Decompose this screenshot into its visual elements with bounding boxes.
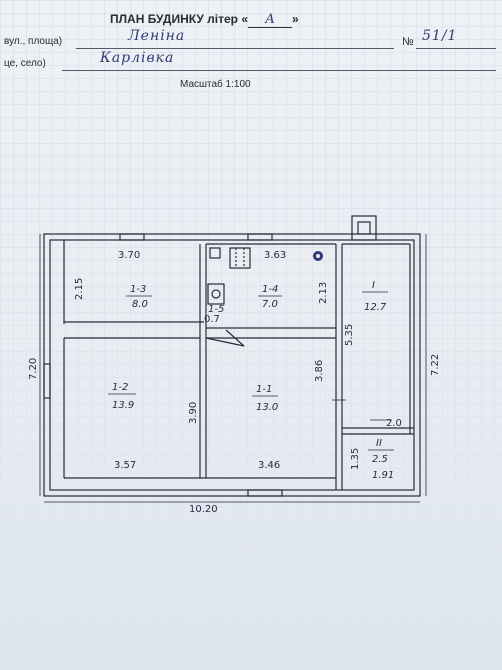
room-1-2-label: 1-2 [112, 382, 128, 393]
scale-label: Масштаб 1:100 [180, 79, 251, 90]
number-value: 51/1 [422, 28, 458, 44]
room-1-3-label: 1-3 [130, 284, 146, 295]
room-1-2-area: 13.9 [112, 400, 134, 411]
dim-top-left: 3.70 [118, 250, 140, 261]
window-top-left [119, 233, 145, 241]
dim-bottom-mid: 3.46 [258, 460, 280, 471]
room-1-1-area: 13.0 [256, 402, 278, 413]
room-1-3-area: 8.0 [132, 299, 148, 310]
street-label: вул., площа) [4, 36, 63, 47]
room-1-5-label: 1-5 [208, 304, 224, 315]
chimney [351, 215, 377, 241]
dim-right-side: 7.22 [430, 354, 441, 376]
room-1-2: 1-2 13.9 [108, 382, 136, 411]
locality-value: Карлівка [100, 50, 175, 66]
room-1-4: 1-4 7.0 [258, 284, 282, 310]
room-I: I 12.7 [362, 280, 388, 313]
litera-value: А [248, 12, 292, 28]
document-title: ПЛАН БУДИНКУ літер «А» [110, 12, 299, 28]
street-underline [76, 34, 394, 49]
room-1-1-label: 1-1 [256, 384, 272, 395]
room-II: II 2.5 1.91 [368, 438, 394, 481]
locality-label: це, село) [4, 58, 46, 69]
dim-small-mark: 0.7 [204, 314, 220, 325]
room-II-area: 2.5 [372, 454, 388, 465]
dim-room13-height: 2.15 [74, 278, 85, 300]
window-left [43, 363, 51, 399]
room-1-4-label: 1-4 [262, 284, 278, 295]
room-I-label: I [372, 280, 375, 291]
sink [229, 247, 251, 269]
room-II-label: II [376, 438, 382, 449]
dim-room2-height: 1.35 [350, 448, 361, 470]
window-bottom [247, 489, 283, 497]
room-1-5: 1-5 [208, 304, 224, 315]
number-underline [416, 34, 496, 49]
room-1-3: 1-3 8.0 [126, 284, 152, 310]
dim-room12-height: 3.90 [188, 402, 199, 424]
outer-wall [43, 233, 421, 497]
dim-room11-height: 3.86 [314, 360, 325, 382]
dim-room1-height: 5.35 [344, 324, 355, 346]
dim-room2-width: 2.0 [386, 418, 402, 429]
title-suffix: » [292, 12, 299, 26]
dim-room14-height: 2.13 [318, 282, 329, 304]
dim-top-right: 3.63 [264, 250, 286, 261]
dim-left-side: 7.20 [28, 358, 39, 380]
street-value: Леніна [128, 28, 186, 44]
locality-underline [62, 56, 496, 71]
room-1-1: 1-1 13.0 [252, 384, 278, 413]
room-II-note: 1.91 [372, 470, 394, 481]
window-top-mid [247, 233, 273, 241]
room-I-area: 12.7 [364, 302, 387, 313]
dim-bottom-total: 10.20 [189, 504, 218, 515]
title-prefix: ПЛАН БУДИНКУ літер « [110, 12, 248, 26]
stove [207, 283, 225, 305]
dim-bottom-left: 3.57 [114, 460, 136, 471]
number-label: № [402, 36, 414, 48]
room-1-4-area: 7.0 [262, 299, 278, 310]
